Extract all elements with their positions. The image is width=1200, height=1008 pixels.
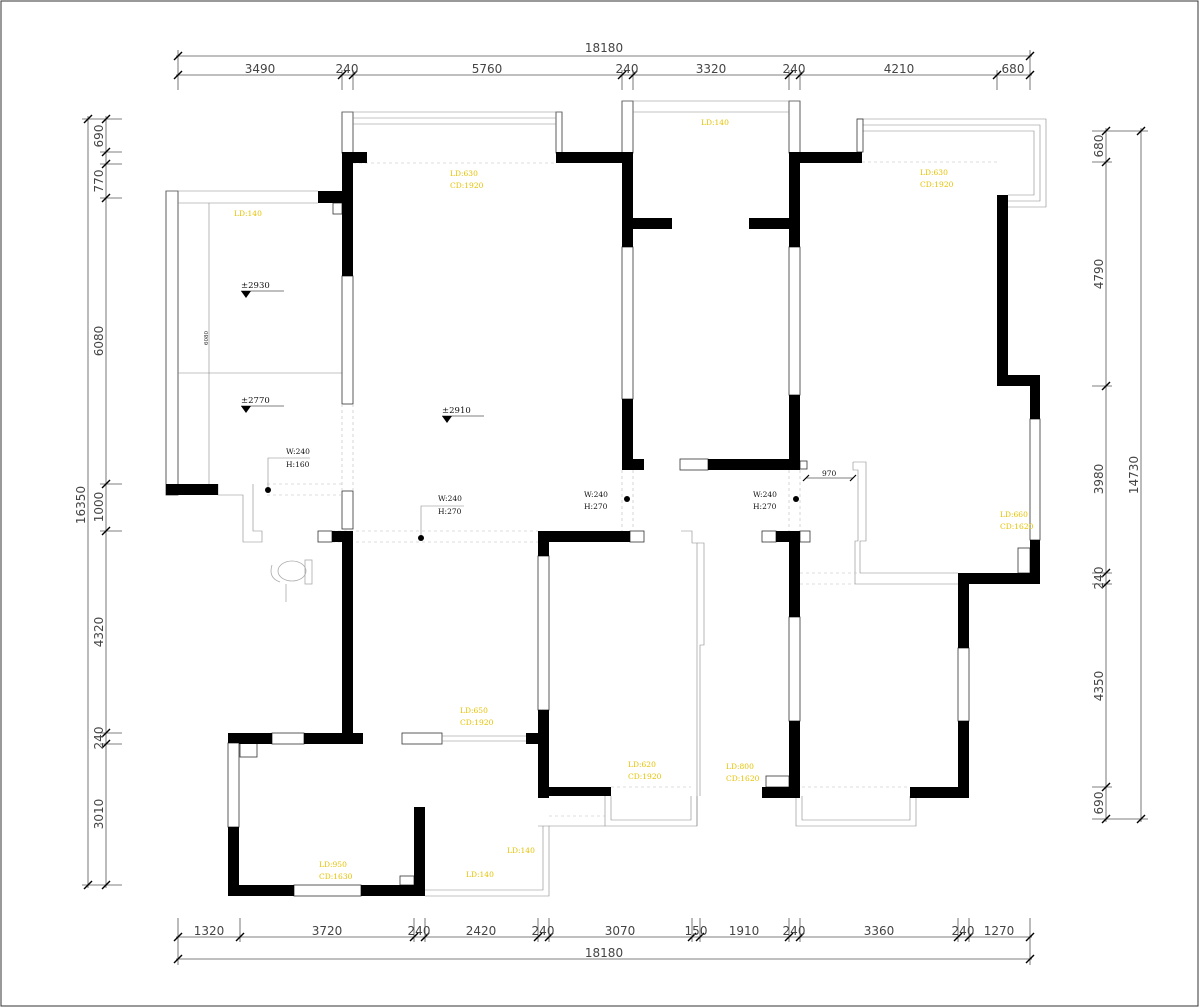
bottom-dim-11: 240: [952, 924, 975, 938]
top-dim-7: 4210: [884, 62, 915, 76]
beam-marker-1: W:240 H:160: [265, 447, 310, 493]
top-dim-3: 5760: [472, 62, 503, 76]
beam-marker-4: W:240 H:270: [753, 490, 799, 511]
beam-height: H:270: [584, 502, 608, 511]
beam-height: H:160: [286, 460, 310, 469]
beam-height: H:270: [438, 507, 462, 516]
opening-ld: LD:140: [466, 870, 494, 879]
level-marker-3: ±2910: [442, 406, 484, 423]
opening-cd: CD:1920: [628, 772, 662, 781]
right-dim-3: 3980: [1092, 464, 1106, 495]
opening-ld: LD:650: [460, 706, 488, 715]
walls: [166, 152, 1040, 896]
opening-ld: LD:140: [507, 846, 535, 855]
opening-cd: CD:1920: [450, 181, 484, 190]
bottom-dim-1: 1320: [194, 924, 225, 938]
left-dim-3: 6080: [92, 326, 106, 357]
top-dim-6: 240: [783, 62, 806, 76]
beam-marker-2: W:240 H:270: [418, 494, 464, 541]
beam-width: W:240: [584, 490, 608, 499]
inner-dim-label: 970: [822, 469, 837, 478]
beam-lines: [267, 161, 997, 817]
toilet-icon: [270, 559, 313, 602]
opening-ld: LD:800: [726, 762, 754, 771]
top-dim-4: 240: [616, 62, 639, 76]
right-dim-5: 4350: [1092, 671, 1106, 702]
left-dim-5: 4320: [92, 617, 106, 648]
opening-ld: LD:630: [450, 169, 478, 178]
bottom-dim-5: 240: [532, 924, 555, 938]
right-dim-6: 690: [1092, 792, 1106, 815]
opening-labels: LD:140 LD:630 CD:1920 LD:140 LD:630 CD:1…: [234, 118, 1034, 881]
level-marker-1: ±2930: [241, 281, 284, 298]
right-dim-4: 240: [1092, 567, 1106, 590]
opening-cd: CD:1920: [460, 718, 494, 727]
beam-width: W:240: [438, 494, 462, 503]
bottom-dim-6: 3070: [605, 924, 636, 938]
level-label: ±2930: [241, 281, 270, 291]
bottom-dim-12: 1270: [984, 924, 1015, 938]
top-dim-8: 680: [1002, 62, 1025, 76]
opening-cd: CD:1920: [920, 180, 954, 189]
bottom-dim-4: 2420: [466, 924, 497, 938]
opening-cd: CD:1620: [1000, 522, 1034, 531]
beam-width: W:240: [286, 447, 310, 456]
beam-marker-3: W:240 H:270: [584, 490, 630, 511]
top-total-dim: 18180: [585, 41, 623, 55]
bottom-dim-10: 3360: [864, 924, 895, 938]
bottom-dim-2: 3720: [312, 924, 343, 938]
opening-ld: LD:140: [234, 209, 262, 218]
bottom-dimensions: 1320 3720 240 2420 240 3070 150 1910 240…: [173, 918, 1035, 965]
level-label: ±2770: [241, 396, 270, 406]
left-dim-1: 690: [92, 125, 106, 148]
level-marker-2: ±2770: [241, 396, 284, 413]
opening-ld: LD:620: [628, 760, 656, 769]
opening-cd: CD:1630: [319, 872, 353, 881]
top-dim-2: 240: [336, 62, 359, 76]
left-dim-4: 1000: [92, 492, 106, 523]
opening-ld: LD:950: [319, 860, 347, 869]
windows: [165, 100, 1047, 897]
left-dim-7: 3010: [92, 799, 106, 830]
right-dim-2: 4790: [1092, 259, 1106, 290]
top-dimensions: 18180 3490 240 5760 240 3320 240 4210 68…: [173, 41, 1035, 90]
left-dimensions: 16350 690 770 6080 1000 4320 240 3010: [74, 114, 122, 890]
inner-dim-label: 6080: [204, 331, 210, 345]
inner-dimension-6080: 6080: [204, 331, 210, 345]
beam-height: H:270: [753, 502, 777, 511]
bottom-dim-3: 240: [408, 924, 431, 938]
right-dimensions: 14730 680 4790 3980 240 4350 690: [1092, 126, 1148, 824]
beam-width: W:240: [753, 490, 777, 499]
left-total-dim: 16350: [74, 486, 88, 524]
right-dim-1: 680: [1092, 135, 1106, 158]
right-total-dim: 14730: [1127, 456, 1141, 494]
top-dim-5: 3320: [696, 62, 727, 76]
opening-ld: LD:140: [701, 118, 729, 127]
opening-cd: CD:1620: [726, 774, 760, 783]
bottom-dim-8: 1910: [729, 924, 760, 938]
left-dim-6: 240: [92, 727, 106, 750]
opening-ld: LD:660: [1000, 510, 1028, 519]
opening-ld: LD:630: [920, 168, 948, 177]
left-dim-2: 770: [92, 170, 106, 193]
bottom-dim-9: 240: [783, 924, 806, 938]
inner-dimension-970: 970: [802, 469, 857, 482]
level-label: ±2910: [442, 406, 471, 416]
bottom-total-dim: 18180: [585, 946, 623, 960]
bottom-dim-7: 150: [685, 924, 708, 938]
top-dim-1: 3490: [245, 62, 276, 76]
